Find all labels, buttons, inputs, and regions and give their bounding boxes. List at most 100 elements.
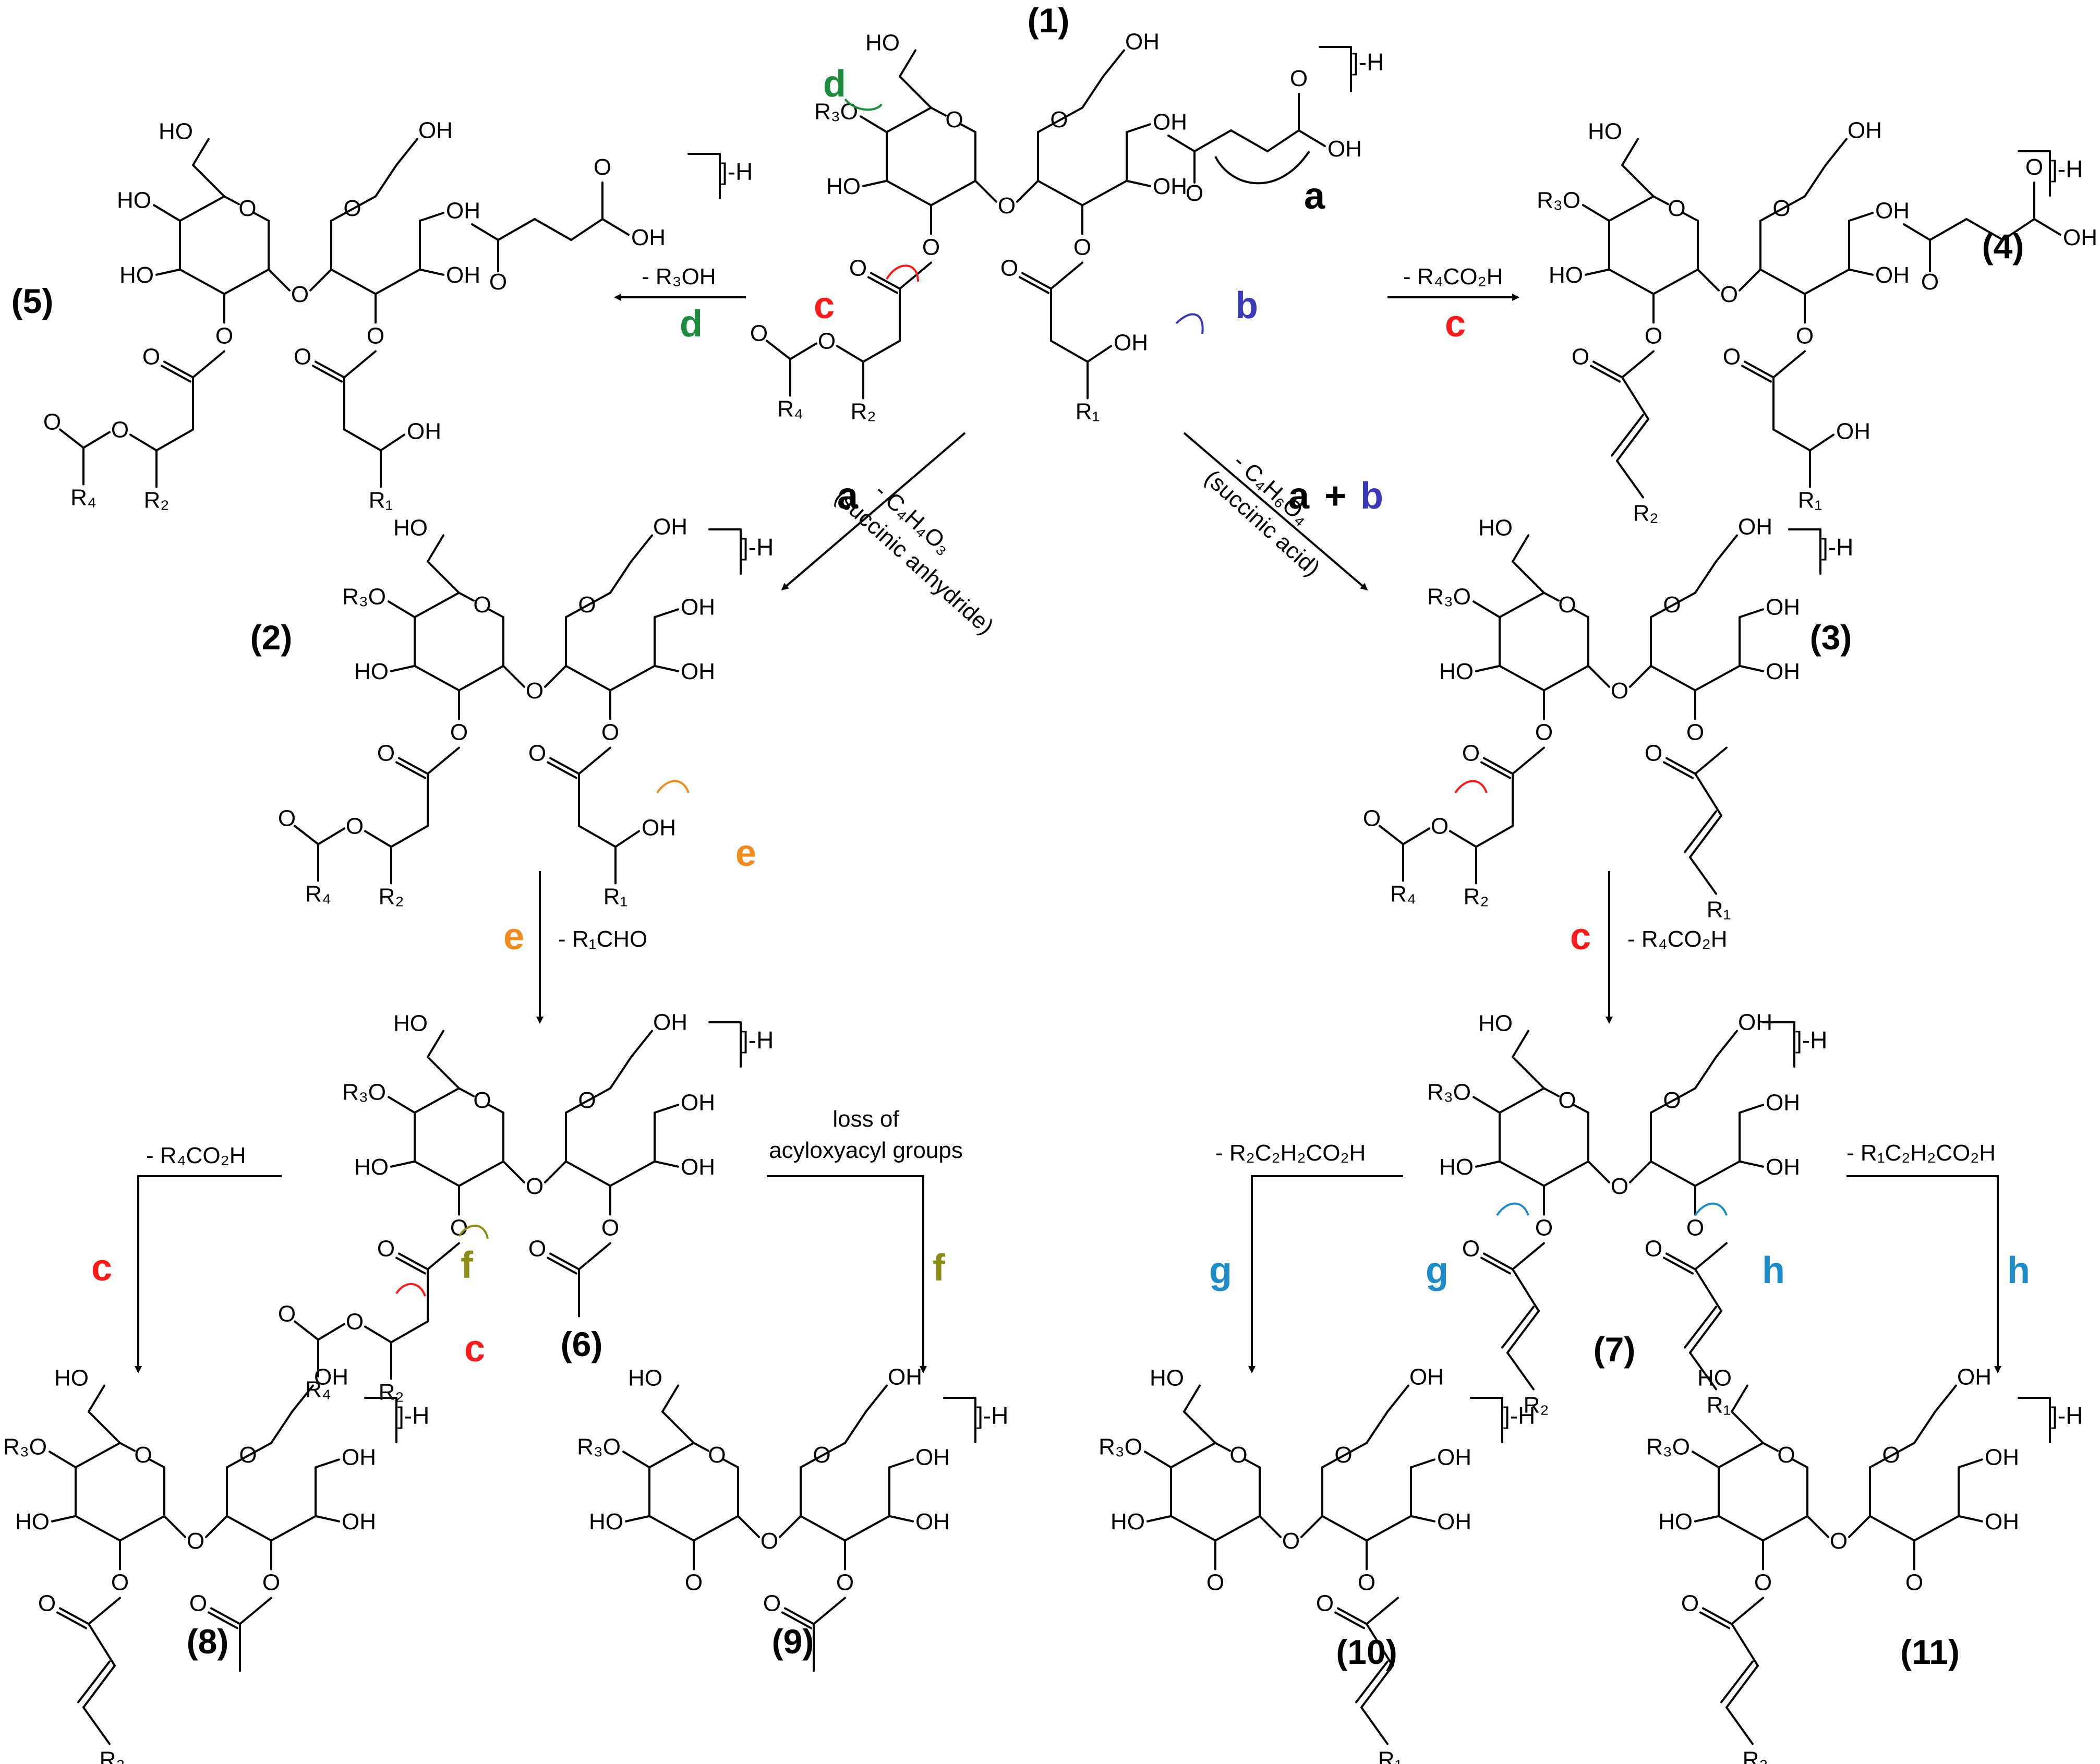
c3-hydroxyl: HO: [1111, 1509, 1145, 1535]
glycosidic-oxygen: O: [526, 678, 544, 704]
pathway-letter-h-struct: h: [1762, 1250, 1785, 1291]
ring-oxygen: O: [473, 592, 491, 618]
ester-oxygen-right: O: [1358, 1570, 1375, 1596]
ester-oxygen-left: O: [450, 1215, 468, 1241]
c3-hydroxyl: HO: [1658, 1509, 1693, 1535]
pathway-letter-a-top: a: [1304, 175, 1325, 217]
electron-arrow: [1496, 1202, 1529, 1216]
pathway-letter-d-arrow: d: [680, 303, 703, 345]
compound-label-1: (1): [1028, 1, 1070, 40]
glycosidic-oxygen: O: [1830, 1528, 1848, 1554]
carbonyl-oxygen: O: [1462, 1236, 1480, 1262]
acid-carbonyl-oxygen: O: [594, 154, 611, 180]
r4-group: R₄: [70, 485, 96, 511]
pathway-letter-a-plus-b-b: b: [1360, 475, 1383, 517]
compound-label-10: (10): [1336, 1633, 1397, 1671]
c3-hydroxyl: HO: [1549, 262, 1583, 288]
hydroxymethyl-left: HO: [393, 1011, 428, 1036]
c4-right-substituent: OH: [1875, 198, 1910, 223]
ester-oxygen-left: O: [111, 1570, 129, 1596]
pathway-letter-c-arrow-8: c: [91, 1247, 112, 1289]
ester-oxygen-left: O: [1535, 1215, 1553, 1241]
c4-substituent: R₃O: [1099, 1434, 1142, 1459]
ring-oxygen: O: [1777, 1442, 1795, 1468]
electron-arrow: [886, 264, 919, 282]
electron-arrow: [458, 1225, 489, 1239]
ring-oxygen: O: [1558, 1088, 1576, 1113]
acyloxy-carbonyl-oxygen: O: [278, 1301, 296, 1327]
r2-group: R₂: [144, 488, 170, 513]
r2-group: R₂: [1464, 884, 1489, 910]
c4-right-substituent: OH: [1153, 109, 1187, 135]
charge-bracket-6: ]-H: [708, 1021, 774, 1068]
glycosidic-oxygen: O: [998, 193, 1016, 219]
hydroxymethyl-left: HO: [159, 119, 193, 144]
pathway-letter-e-struct: e: [735, 832, 756, 874]
loss-r4co2h-label-6-8: - R₄CO₂H: [146, 1143, 246, 1168]
c4-substituent: R₃O: [1427, 584, 1471, 609]
ring-oxygen: O: [1772, 196, 1790, 221]
loss-r3oh-label: - R₃OH: [642, 264, 716, 289]
acyloxy-oxygen: O: [818, 329, 836, 354]
c4-right-substituent: OH: [342, 1444, 376, 1470]
r-group: R₂: [100, 1747, 125, 1764]
svg-text:]-H: ]-H: [1821, 534, 1853, 561]
c3-right-hydroxyl: OH: [1766, 1154, 1800, 1180]
hydroxymethyl-left: HO: [865, 30, 900, 56]
arrow-7-to-10: [1248, 1175, 1403, 1373]
carbonyl-oxygen: O: [1316, 1591, 1334, 1616]
c4-right-substituent: OH: [446, 198, 480, 223]
r-group: R₁: [1378, 1747, 1403, 1764]
ring-oxygen: O: [1882, 1442, 1900, 1468]
loss-r1c2h2co2h-label: - R₁C₂H₂CO₂H: [1846, 1140, 1996, 1166]
c3-right-hydroxyl: OH: [1437, 1509, 1471, 1535]
c4-substituent: R₃O: [577, 1434, 621, 1459]
arrow-1-to-2: [781, 432, 966, 590]
c4-substituent: R₃O: [3, 1434, 47, 1459]
compound-label-4: (4): [1982, 227, 2024, 265]
beta-hydroxyl: OH: [1114, 330, 1148, 356]
c3-hydroxyl: HO: [354, 1154, 389, 1180]
hydroxymethyl-right: OH: [1125, 29, 1160, 55]
ester-oxygen-left: O: [1645, 323, 1662, 349]
hydroxymethyl-right: OH: [1738, 514, 1772, 540]
carbonyl-oxygen: O: [1462, 741, 1480, 766]
hydroxymethyl-left: HO: [1588, 119, 1622, 144]
pathway-letter-d-top: d: [823, 63, 846, 105]
compound-label-2: (2): [250, 618, 293, 657]
r-group: R₁: [1707, 1393, 1731, 1418]
pathway-letter-f-arrow: f: [933, 1247, 946, 1289]
acyloxy-oxygen: O: [346, 1309, 364, 1335]
carbonyl-oxygen: O: [1645, 741, 1662, 766]
c4-right-substituent: OH: [1766, 1090, 1800, 1115]
c4-substituent: HO: [117, 187, 151, 213]
ester-oxygen-right: O: [1686, 1215, 1704, 1241]
beta-hydroxyl: OH: [407, 419, 441, 444]
pathway-letter-a-plus-b-a: a: [1288, 475, 1310, 517]
compound-label-5: (5): [11, 282, 54, 320]
succinyl-carbonyl-oxygen: O: [1186, 180, 1203, 206]
loss-acyloxyacyl-line1: loss of: [832, 1106, 899, 1132]
hydroxymethyl-right: OH: [1738, 1010, 1772, 1035]
acid-carbonyl-oxygen: O: [1290, 66, 1308, 91]
acyloxy-carbonyl-oxygen: O: [1363, 806, 1381, 831]
hydroxymethyl-left: HO: [1150, 1366, 1184, 1391]
hydroxymethyl-left: HO: [1478, 1011, 1513, 1036]
compound-label-9: (9): [772, 1622, 814, 1661]
pathway-letter-c-arrow-4: c: [1445, 303, 1466, 345]
carbonyl-oxygen: O: [377, 1236, 395, 1262]
ring-oxygen: O: [1334, 1442, 1352, 1468]
c3-hydroxyl: HO: [354, 659, 389, 684]
hydroxymethyl-left: HO: [628, 1366, 662, 1391]
ring-oxygen: O: [1663, 1088, 1681, 1113]
ester-oxygen-left: O: [1535, 720, 1553, 745]
charge-bracket-4: ]-H: [2018, 150, 2083, 197]
ring-oxygen: O: [945, 107, 963, 132]
c3-right-hydroxyl: OH: [1766, 659, 1800, 684]
